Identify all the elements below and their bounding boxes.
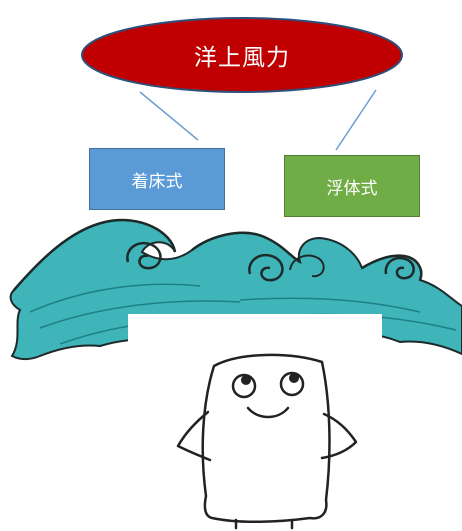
connector-line-floating	[335, 89, 377, 151]
connector-line-fixed	[139, 91, 199, 141]
title-ellipse	[81, 17, 403, 93]
floating-type-label: 浮体式	[326, 178, 378, 199]
fixed-type-label: 着床式	[131, 171, 183, 192]
diagram-title: 洋上風力	[194, 45, 290, 71]
character-illustration	[176, 353, 358, 530]
floating-type-box: 浮体式	[284, 155, 420, 217]
fixed-type-box: 着床式	[89, 148, 225, 210]
